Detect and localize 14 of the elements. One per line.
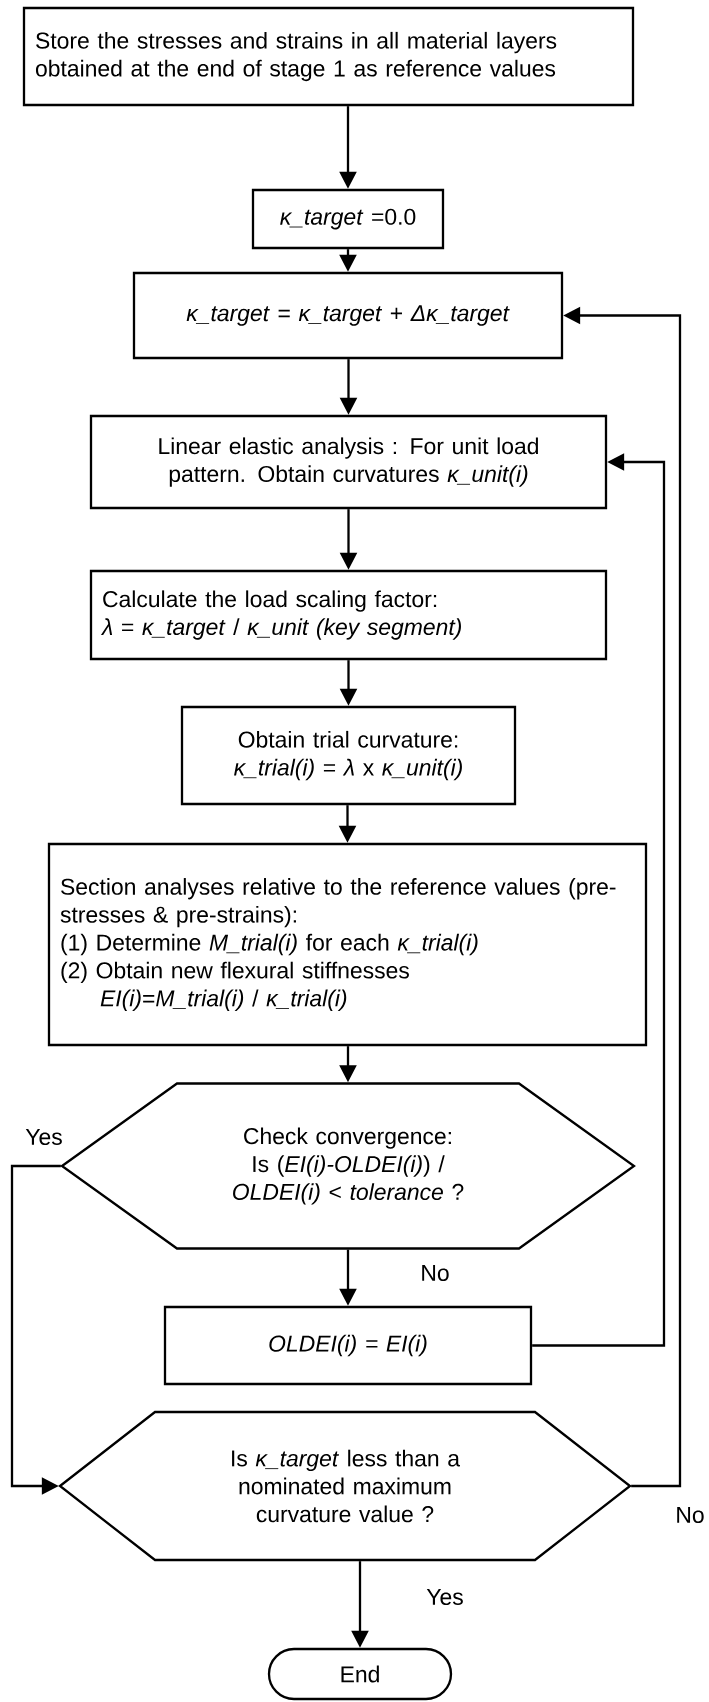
edge-label: Yes bbox=[425, 1588, 465, 1606]
arrow bbox=[10, 1164, 61, 1495]
edge-label: No bbox=[419, 1264, 451, 1282]
arrow bbox=[532, 453, 666, 1347]
process-box: Store the stresses and strains in all material layers obtained at the end of stage 1 as reference values bbox=[22, 6, 635, 107]
edge-label: No bbox=[674, 1506, 706, 1524]
process-box: κ_target =0.0 bbox=[251, 188, 445, 250]
process-box: Linear elastic analysis : For unit load pattern. Obtain curvatures κ_unit(i) bbox=[89, 414, 608, 510]
process-box: Calculate the load scaling factor: λ = κ_target / κ_unit (key segment) bbox=[89, 569, 608, 661]
process-box: Obtain trial curvature: κ_trial(i) = λ x κ_unit(i) bbox=[180, 705, 517, 806]
process-box: OLDEI(i) = EI(i) bbox=[163, 1305, 533, 1386]
process-box: Section analyses relative to the reference values (pre-stresses & pre-strains): (1) Determine M_trial(i) for each κ_trial(i) (2) Obtain new flexural stiffnesses EI(i)=M_trial(i) / κ_trial(i) bbox=[47, 842, 648, 1047]
process-box: κ_target = κ_target + Δκ_target bbox=[132, 271, 564, 360]
decision-hexagon: Is κ_target less than a nominated maximum curvature value ? bbox=[58, 1410, 632, 1562]
